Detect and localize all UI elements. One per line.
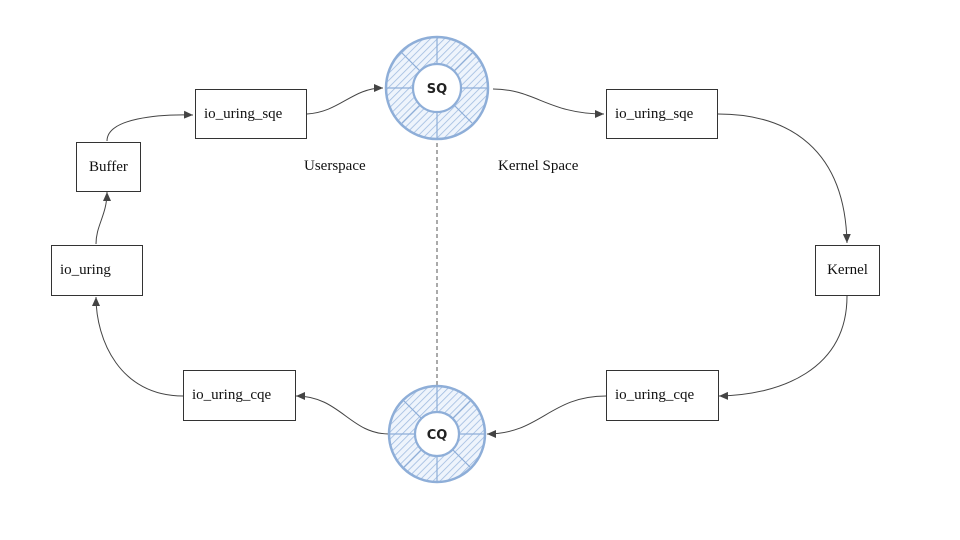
user-sqe-box: io_uring_sqe <box>195 89 307 139</box>
cq-label: CQ <box>427 428 448 443</box>
edge-kernel-to-kernel-cqe <box>718 295 848 400</box>
edge-sq-to-kernel-sqe <box>492 88 605 118</box>
kernel-box: Kernel <box>815 245 880 296</box>
user-cqe-box: io_uring_cqe <box>183 370 296 421</box>
sq-label: SQ <box>427 82 447 97</box>
buffer-box: Buffer <box>76 142 141 192</box>
edge-kernel-sqe-to-kernel <box>717 113 851 244</box>
kernel-sqe-box: io_uring_sqe <box>606 89 718 139</box>
sq-ring: SQ <box>384 35 490 141</box>
edge-io-uring-to-buffer <box>95 191 111 245</box>
edge-kernel-cqe-to-cq <box>486 395 607 438</box>
io-uring-box: io_uring <box>51 245 143 296</box>
edge-cq-to-user-cqe <box>295 392 390 435</box>
edge-user-sqe-to-sq <box>306 84 384 115</box>
edge-user-cqe-to-io-uring <box>92 296 184 397</box>
kernel-space-label: Kernel Space <box>498 158 579 174</box>
userspace-label: Userspace <box>304 158 366 174</box>
cq-ring: CQ <box>387 384 487 484</box>
kernel-cqe-box: io_uring_cqe <box>606 370 719 421</box>
edge-buffer-to-user-sqe <box>106 110 194 142</box>
